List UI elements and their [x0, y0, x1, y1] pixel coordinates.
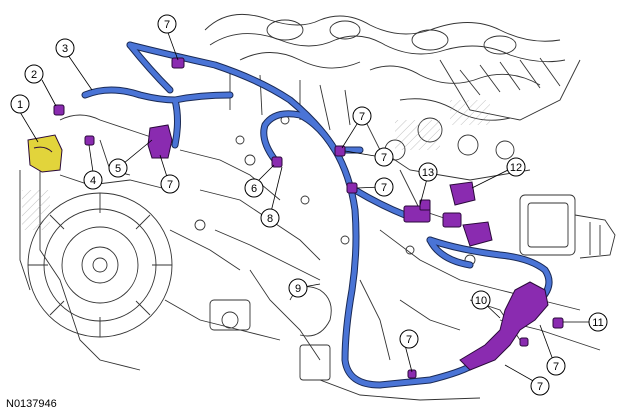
callout-8-label: 8: [267, 213, 273, 225]
clip-4: [84, 135, 95, 146]
callout-7-mid-label: 7: [381, 152, 387, 164]
clip-7a: [171, 57, 185, 69]
callout-2-label: 2: [31, 69, 37, 81]
callouts: 1 2 3 4 5 6 7 7 7 7 7 7 7 7 8 9 10 11 12…: [10, 14, 608, 396]
callout-12: 12: [506, 157, 526, 177]
callout-11: 11: [588, 312, 608, 332]
callout-8: 8: [260, 208, 280, 228]
figure-id: N0137946: [6, 398, 57, 410]
callout-12-label: 12: [510, 162, 522, 174]
callout-5: 5: [108, 158, 128, 178]
callout-11-label: 11: [592, 317, 603, 329]
connector-throttle-b: [462, 221, 493, 247]
callout-4-label: 4: [90, 175, 96, 187]
callout-9: 9: [288, 278, 308, 298]
bolt-11: [552, 317, 564, 329]
callout-4: 4: [83, 170, 103, 190]
callout-3-label: 3: [62, 43, 68, 55]
harness-components: [27, 57, 564, 379]
bracket-1: [27, 134, 63, 173]
callout-7-bottom-left: 7: [399, 329, 419, 349]
callout-7-left: 7: [160, 174, 180, 194]
callout-10: 10: [471, 290, 491, 310]
callout-5-label: 5: [115, 163, 121, 175]
engine-line-art: [19, 13, 616, 401]
connector-12: [449, 181, 476, 206]
clip-6: [271, 156, 283, 168]
callout-1-label: 1: [17, 99, 23, 111]
callout-7-bottom-right: 7: [546, 356, 566, 376]
callout-2: 2: [24, 64, 44, 84]
callout-9-label: 9: [295, 283, 301, 295]
callout-7-mid-lower: 7: [374, 177, 394, 197]
callout-13-label: 13: [422, 167, 434, 179]
clip-7e: [519, 337, 529, 347]
callout-7-bottom: 7: [530, 376, 550, 396]
bracket-10: [459, 281, 549, 371]
callout-10-label: 10: [475, 295, 487, 307]
clip-7c: [346, 182, 358, 194]
callout-7-mid: 7: [374, 147, 394, 167]
callout-7-bottom-left-label: 7: [406, 334, 412, 346]
clip-7b: [334, 145, 346, 157]
callout-3: 3: [55, 38, 75, 58]
callout-7-mid-upper-label: 7: [359, 111, 365, 123]
callout-13: 13: [418, 162, 438, 182]
callout-7-left-label: 7: [167, 179, 173, 191]
callout-7-bottom-right-label: 7: [553, 361, 559, 373]
callout-7-bottom-label: 7: [537, 381, 543, 393]
connector-throttle-a: [442, 212, 462, 228]
clip-7d: [407, 369, 417, 379]
callout-7-mid-upper: 7: [352, 106, 372, 126]
callout-6: 6: [244, 178, 264, 198]
callout-6-label: 6: [251, 183, 257, 195]
callout-7-top: 7: [157, 14, 177, 34]
wiring-harness: [81, 41, 553, 389]
callout-7-mid-lower-label: 7: [381, 182, 387, 194]
callout-7-top-label: 7: [164, 19, 170, 31]
clip-2: [53, 104, 65, 116]
callout-1: 1: [10, 94, 30, 114]
bracket-5: [147, 124, 173, 159]
